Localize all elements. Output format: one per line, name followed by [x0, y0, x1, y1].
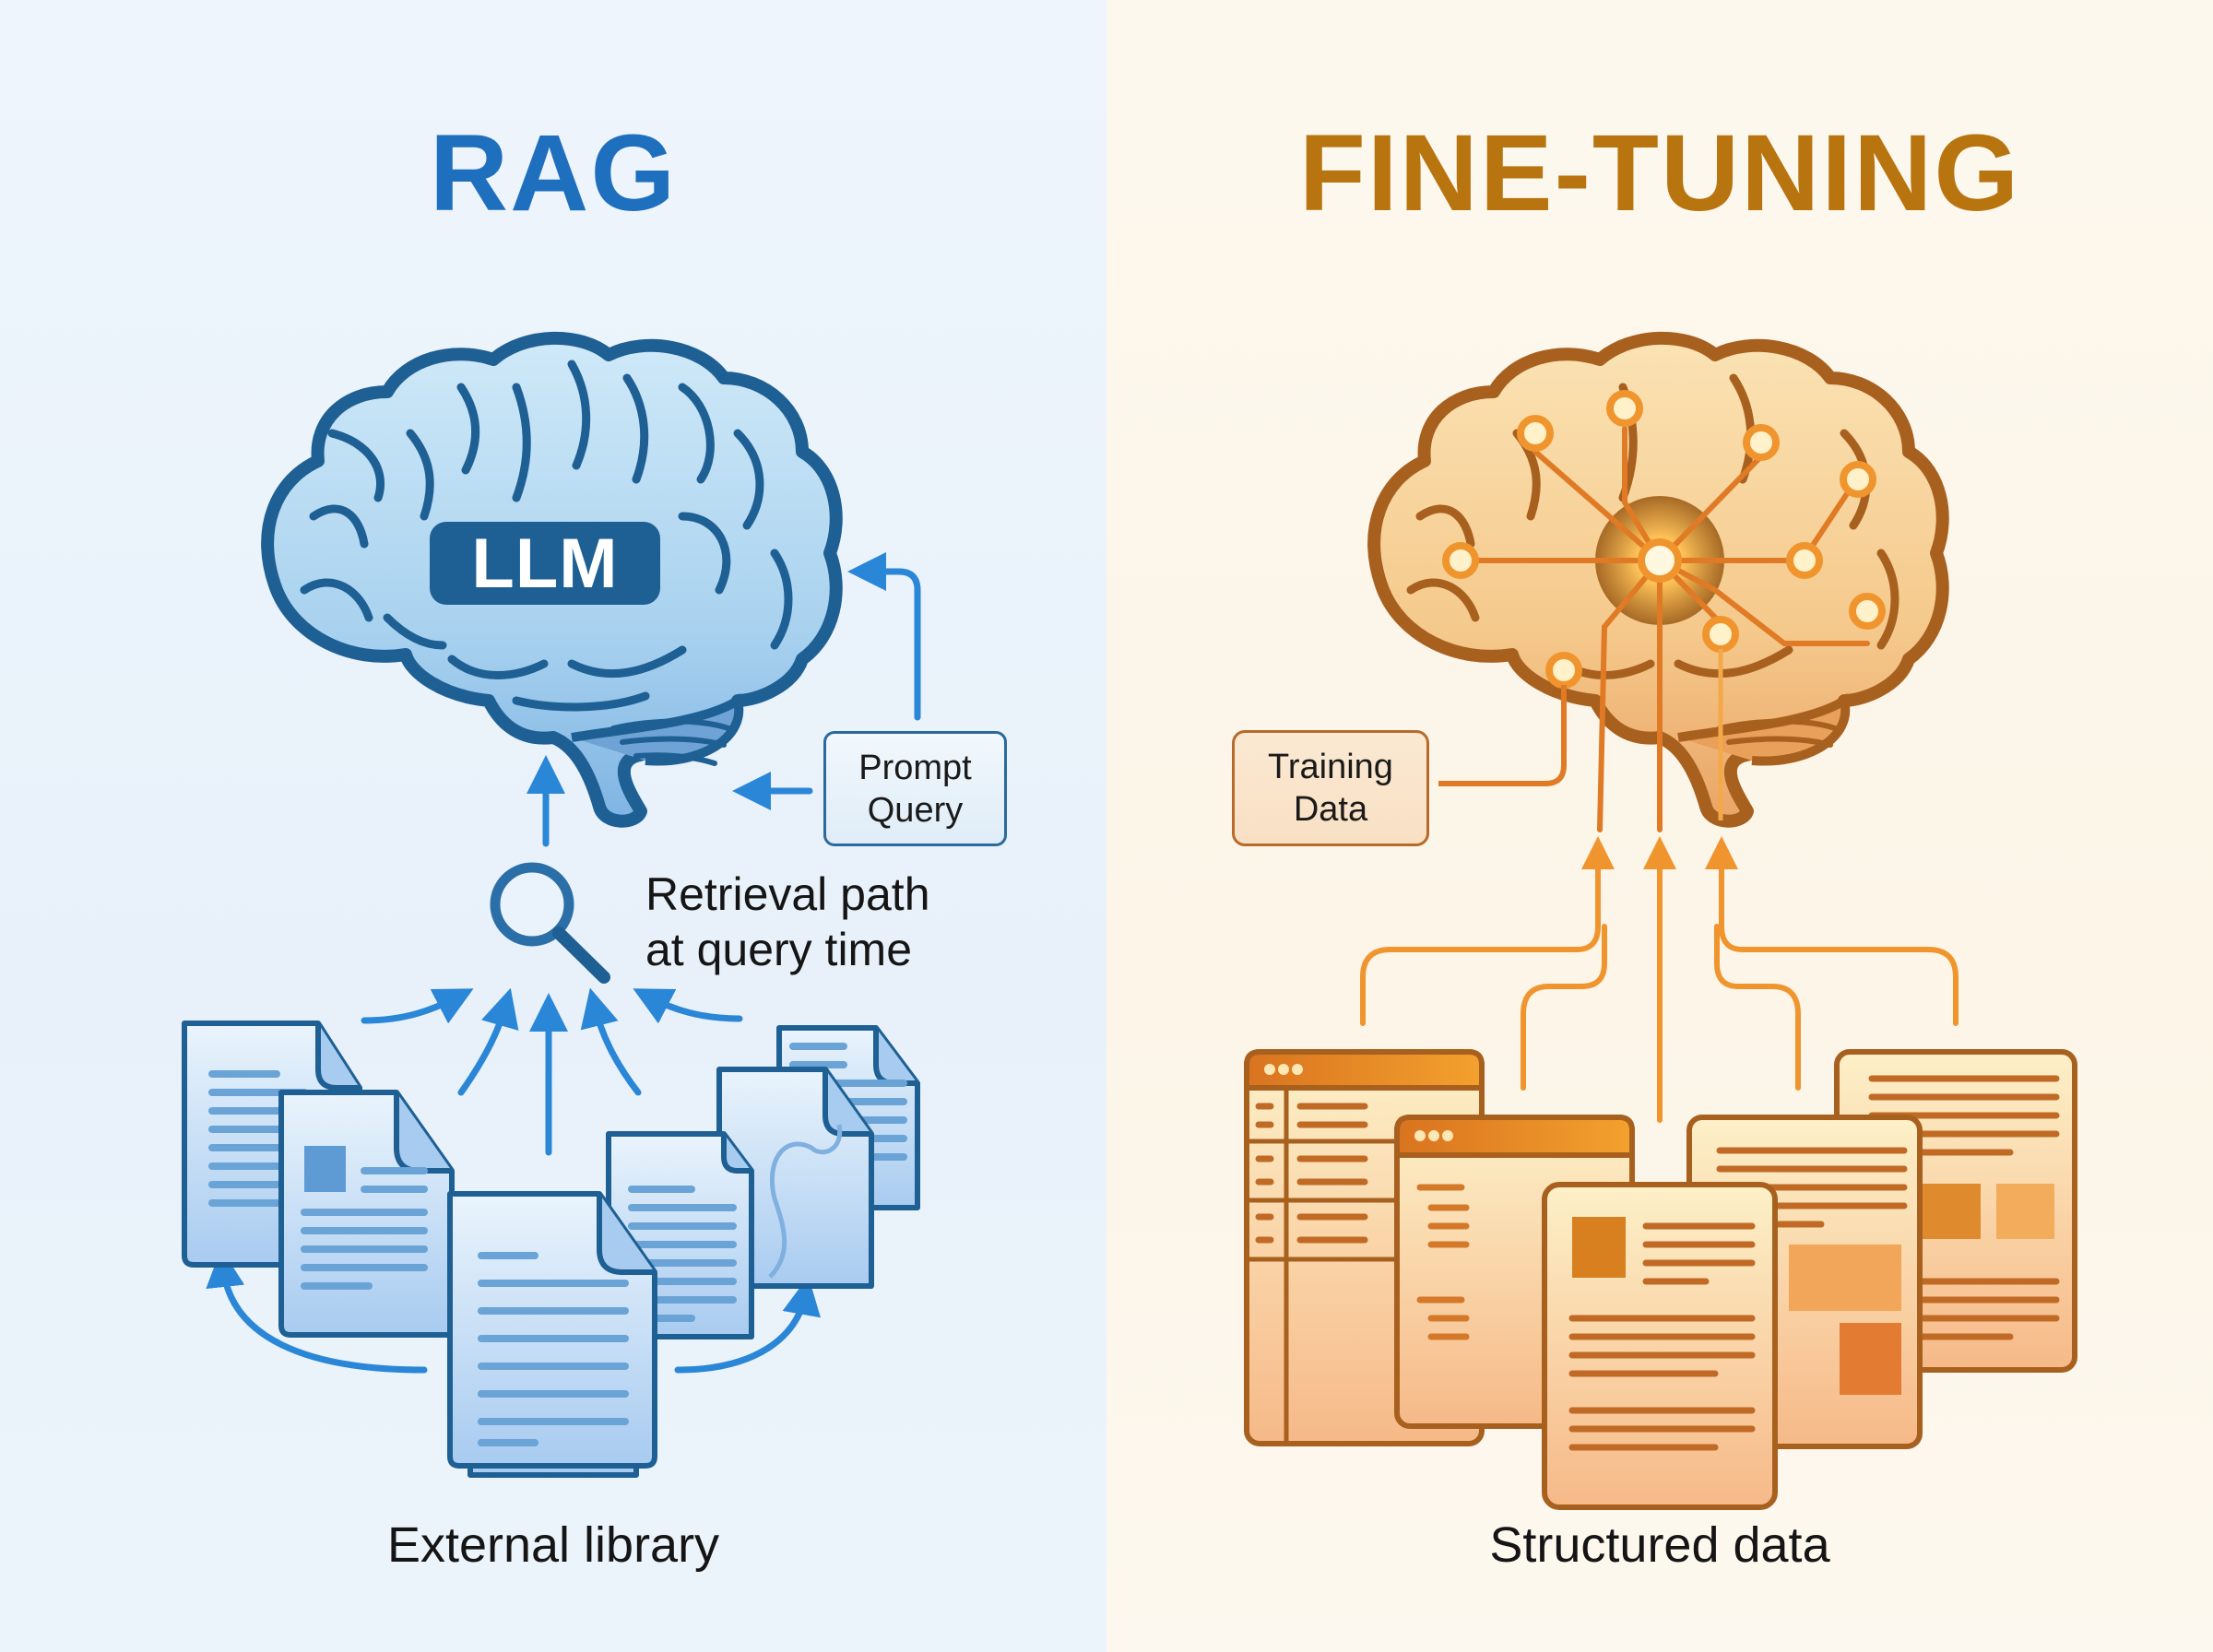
- prompt-box-line1: Prompt: [858, 748, 972, 787]
- fine-tuning-title: FINE-TUNING: [1298, 112, 2021, 234]
- document-icon: [1542, 1182, 1778, 1510]
- external-library-label: External library: [386, 1517, 720, 1573]
- training-box-line2: Data: [1293, 790, 1368, 829]
- rag-document-stack: [182, 1021, 920, 1478]
- training-box-line1: Training: [1268, 748, 1393, 786]
- structured-data-stack: [1244, 1049, 2077, 1510]
- rag-arrows: [206, 552, 921, 1374]
- document-icon: [278, 1090, 455, 1338]
- circuit-nodes: [1442, 390, 1886, 689]
- retrieval-caption: Retrieval path at query time: [645, 867, 930, 977]
- llm-badge: LLM: [430, 522, 660, 605]
- prompt-to-brain-arrow: [847, 552, 921, 721]
- prompt-box-line2: Query: [867, 790, 964, 830]
- search-icon: [490, 862, 610, 984]
- retrieval-caption-line2: at query time: [645, 924, 913, 975]
- structured-data-label: Structured data: [1489, 1517, 1830, 1573]
- retrieval-caption-line1: Retrieval path: [645, 868, 930, 920]
- brain-circuit-icon: [1367, 331, 1949, 832]
- document-icon: [447, 1191, 657, 1478]
- training-data-box: Training Data: [1232, 730, 1429, 846]
- fine-tuning-arrows: [1360, 836, 1959, 1123]
- prompt-query-box: Prompt Query: [823, 731, 1007, 846]
- rag-title: RAG: [429, 112, 678, 234]
